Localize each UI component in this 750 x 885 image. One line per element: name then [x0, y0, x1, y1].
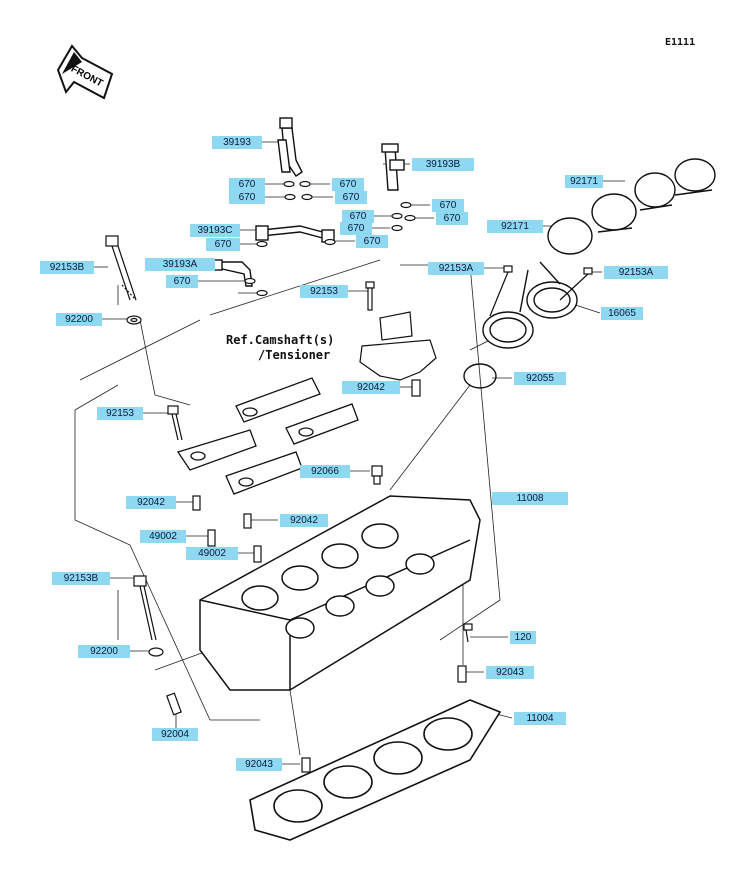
part-label-39193C[interactable]: 39193C [190, 224, 240, 237]
part-label-670-f[interactable]: 670 [342, 210, 374, 223]
tensioner-bracket [359, 311, 437, 381]
part-label-92153A-right[interactable]: 92153A [604, 266, 668, 279]
o-ring-92055 [463, 363, 497, 389]
part-label-670-j[interactable]: 670 [206, 238, 240, 251]
dowels-lower [192, 495, 262, 563]
part-label-39193[interactable]: 39193 [212, 136, 262, 149]
part-label-120[interactable]: 120 [510, 631, 536, 644]
bolt-92153-left [167, 405, 183, 441]
cylinder-head-11008 [199, 495, 481, 691]
part-label-92200-bottom[interactable]: 92200 [78, 645, 130, 658]
diagram-code: E1111 [665, 37, 696, 48]
part-label-670-a[interactable]: 670 [229, 178, 265, 191]
bolt-92153B-bottom [133, 575, 157, 641]
part-label-49002-a[interactable]: 49002 [140, 530, 186, 543]
part-label-92042-mid[interactable]: 92042 [280, 514, 328, 527]
bolt-92153-mid [365, 281, 375, 311]
part-label-11008[interactable]: 11008 [492, 492, 568, 505]
part-label-16065[interactable]: 16065 [601, 307, 643, 320]
part-label-92042-left[interactable]: 92042 [126, 496, 176, 509]
part-label-670-i[interactable]: 670 [356, 235, 388, 248]
washer-92200-top [126, 315, 142, 325]
oil-pipe-39193C [255, 225, 335, 243]
screw-92153A-right [559, 267, 593, 301]
part-label-92042-top[interactable]: 92042 [342, 381, 400, 394]
part-label-670-h[interactable]: 670 [340, 222, 372, 235]
throttle-joints [547, 158, 716, 255]
part-label-39193A[interactable]: 39193A [145, 258, 215, 271]
part-label-92066[interactable]: 92066 [300, 465, 350, 478]
part-label-92153-left[interactable]: 92153 [97, 407, 143, 420]
part-label-670-g[interactable]: 670 [436, 212, 468, 225]
part-label-92043-bottom[interactable]: 92043 [236, 758, 282, 771]
part-label-670-c[interactable]: 670 [229, 191, 265, 204]
part-label-670-k[interactable]: 670 [166, 275, 198, 288]
part-label-92200-top[interactable]: 92200 [56, 313, 102, 326]
screw-92153A-left [489, 265, 513, 317]
part-label-92153-mid[interactable]: 92153 [300, 285, 348, 298]
part-label-92153A-left[interactable]: 92153A [428, 262, 484, 275]
part-label-92055[interactable]: 92055 [514, 372, 566, 385]
part-label-92043-right[interactable]: 92043 [486, 666, 534, 679]
o-rings-670 [244, 180, 416, 297]
dowel-92043-bottom [301, 757, 311, 773]
part-label-92153B-bottom[interactable]: 92153B [52, 572, 110, 585]
part-label-92004[interactable]: 92004 [152, 728, 198, 741]
part-label-92171-top[interactable]: 92171 [565, 175, 603, 188]
camshaft-caps [176, 377, 359, 495]
stud-92004 [166, 692, 182, 716]
part-label-11004[interactable]: 11004 [514, 712, 566, 725]
part-label-670-b[interactable]: 670 [332, 178, 364, 191]
front-arrow-icon: FRONT [56, 44, 114, 100]
oil-pipe-39193 [277, 117, 303, 177]
part-label-49002-b[interactable]: 49002 [186, 547, 238, 560]
holder-16065 [482, 261, 578, 349]
part-label-39193B[interactable]: 39193B [412, 158, 474, 171]
part-label-670-d[interactable]: 670 [335, 191, 367, 204]
plug-92066 [371, 465, 383, 485]
ref-note-line2: /Tensioner [258, 348, 331, 362]
ref-note-line1: Ref.Camshaft(s) [226, 333, 335, 347]
washer-92200-bottom [148, 647, 164, 657]
oil-pipe-39193B [381, 143, 405, 191]
dowel-92043-right [457, 665, 467, 683]
part-label-92153B-top[interactable]: 92153B [40, 261, 94, 274]
gasket-11004 [249, 699, 502, 841]
part-label-670-e[interactable]: 670 [432, 199, 464, 212]
part-label-92171-mid[interactable]: 92171 [487, 220, 543, 233]
bolt-92153B-top [105, 235, 137, 301]
bolt-120 [463, 623, 473, 643]
leader-lines [74, 141, 625, 765]
dowel-92042-top [411, 379, 421, 397]
